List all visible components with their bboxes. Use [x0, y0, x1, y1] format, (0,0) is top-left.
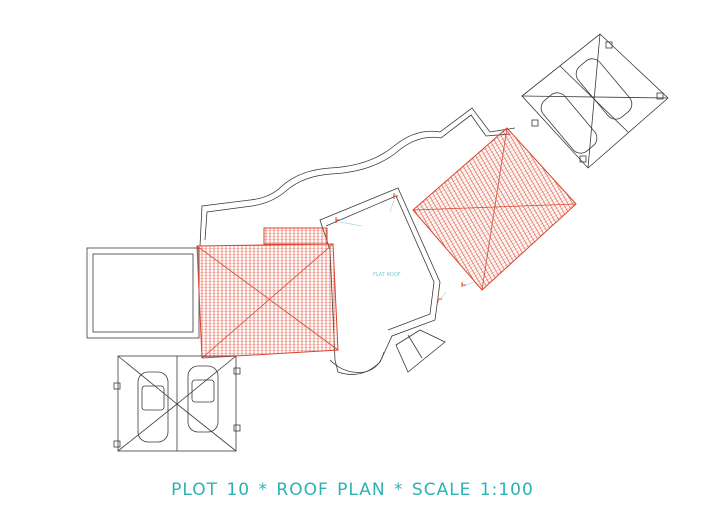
- carport-upper-right: [521, 33, 669, 169]
- annotation-leaders: [339, 199, 475, 301]
- carport-lower-left: [113, 355, 241, 452]
- building-outline: [199, 107, 516, 247]
- tiled-strip-roof: [263, 227, 328, 245]
- annotation-markers: [335, 193, 466, 302]
- flat-roof-label: FLAT ROOF: [373, 272, 401, 278]
- left-hipped-roof: [196, 243, 339, 359]
- flat-roof: [319, 187, 441, 375]
- right-hipped-roof: [412, 127, 577, 291]
- terrace-outline: [86, 247, 200, 339]
- gable-canopy: [395, 329, 446, 373]
- drawing-title: PLOT 10 * ROOF PLAN * SCALE 1:100: [171, 480, 534, 500]
